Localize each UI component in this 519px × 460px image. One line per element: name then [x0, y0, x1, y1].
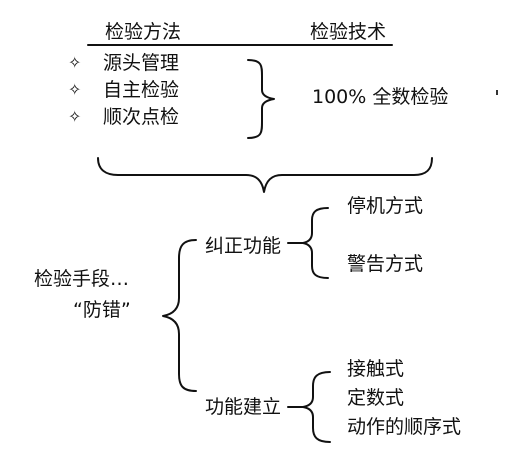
- method-item: 源头管理: [103, 52, 180, 74]
- header-left-title: 检验方法: [105, 21, 182, 43]
- horizontal-brace: [97, 157, 433, 193]
- diamond-outline-icon: ✧: [68, 80, 82, 99]
- method-brace: [247, 59, 275, 139]
- means-label: 检验手段…: [34, 268, 130, 290]
- branch-correct-label: 纠正功能: [205, 235, 282, 257]
- build-item: 动作的顺序式: [347, 416, 462, 438]
- method-item: 顺次点检: [103, 106, 180, 128]
- header-right-title: 检验技术: [310, 21, 387, 43]
- branch-build-label: 功能建立: [205, 396, 282, 418]
- means-brace: [162, 239, 197, 392]
- method-item: 自主检验: [103, 79, 180, 101]
- technique-label: 100% 全数检验: [312, 86, 449, 108]
- correct-item: 停机方式: [347, 195, 424, 217]
- means-quoted-label: “防错”: [73, 299, 131, 321]
- build-item: 接触式: [347, 358, 405, 380]
- edge-mark: [496, 90, 498, 95]
- build-item: 定数式: [347, 387, 405, 409]
- correct-brace: [302, 207, 329, 279]
- correct-item: 警告方式: [347, 253, 424, 275]
- build-brace: [302, 371, 331, 443]
- diamond-outline-icon: ✧: [68, 53, 82, 72]
- diamond-outline-icon: ✧: [68, 107, 82, 126]
